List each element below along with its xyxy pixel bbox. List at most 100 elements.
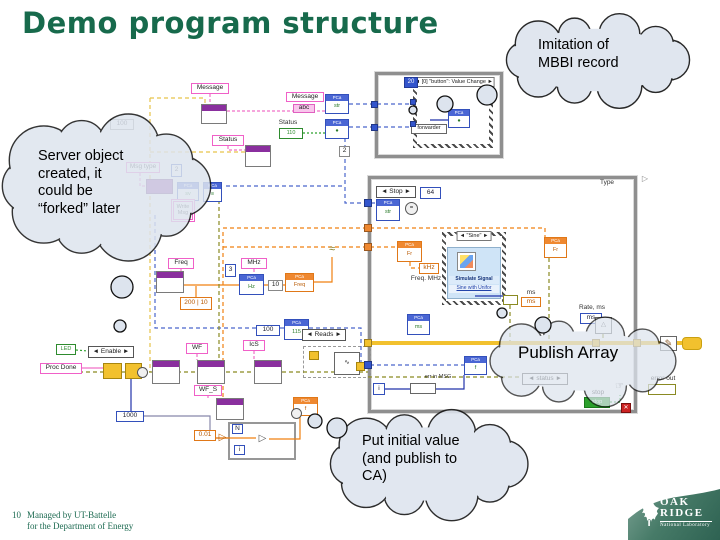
logo-swoosh [628,487,720,526]
enable-selector: ◄ Enable ► [88,346,134,358]
for-loop [228,422,296,460]
pca-node: PCa● [448,109,470,128]
type-label: Type [599,179,615,187]
timeout-const: 20 [404,77,418,88]
subvi-node [197,360,225,384]
wf-label: WF [186,343,208,354]
tunnel [364,224,372,232]
footer-text: Managed by UT-Battelle for the Departmen… [27,510,134,532]
tunnel [364,199,372,207]
callout-cloud-mbbi [505,13,691,109]
array-wire-cap [682,337,702,350]
callout-bubble [408,105,418,115]
err-in-label: err in MSG [424,374,452,381]
freq-mhz-label: Freq. MHz [410,275,442,283]
num-const: 64 [420,187,441,199]
tunnel [364,361,372,369]
oak-ridge-logo: OAK RIDGE National Laboratory [628,487,720,540]
stop-selector: ◄ Stop ► [376,186,416,198]
tunnel [364,339,372,347]
reads-selector: ◄ Reads ► [302,329,346,341]
string-const: abc [293,104,315,113]
num-const: 0.01 [194,430,216,441]
proc-done-label: Proc Done [40,363,82,374]
num-const: 100 [256,325,280,336]
logo-subtitle: National Laboratory [660,523,711,528]
page-number: 10 [12,510,21,521]
callout-bubble [113,319,127,333]
waveform-icon: ≈ [328,243,336,256]
num-const: 10 [268,280,283,291]
forwarder-label: forwarder [411,124,447,134]
seq-local: 2 [339,146,350,157]
main-while-loop [368,176,637,413]
tunnel [410,99,416,105]
callout-bubble [436,95,454,113]
subvi-node [254,360,282,384]
loop-iterator: i [234,445,245,455]
status-label: Status [212,135,244,146]
callout-bubble [326,417,348,439]
loop-count: N [232,424,243,434]
subvi-node [152,360,180,384]
callout-bubble [307,413,323,429]
wire [610,395,621,403]
express-vi-subtitle: Sine with Unifor [449,285,499,293]
subvi-node [201,104,227,124]
ics-label: IcS [243,340,265,351]
num-const: 1000 [116,411,144,422]
wfs-label: WF_S [194,385,222,396]
logo-line2: RIDGE [660,507,704,519]
cluster-node [309,351,319,360]
loop-iterator: i [373,383,385,395]
cluster-node [103,363,122,379]
pca-node: PCa● [325,119,349,139]
loop-arrow-icon: ▷ [641,173,649,183]
event-loop-frame [375,72,503,158]
wire [154,215,284,329]
callout-bubble [496,307,508,319]
callout-bubble [476,84,498,106]
khz-const: kHz [419,263,439,274]
slide-title: Demo program structure [22,6,439,40]
subvi-node [216,398,244,420]
freq-label: Freq [168,258,194,269]
logo-line1: OAK [660,496,690,508]
wire [269,416,301,440]
led-const: LED [56,344,76,355]
tunnel [410,121,416,127]
callout-bubble [110,275,134,299]
function-node: ▷ [258,433,267,445]
signal-out-node [503,295,518,305]
wire [314,257,333,283]
slide-footer: 10 Managed by UT-Battelle for the Depart… [12,510,133,532]
callout-cloud-publish [489,316,677,408]
equal-node: = [405,202,418,215]
simulate-signal-icon [457,252,476,271]
callout-cloud-server [1,113,212,262]
wire [223,227,546,237]
callout-cloud-initial [329,408,529,522]
range-const: 200 | 10 [180,297,212,310]
tunnel [371,124,378,131]
message2-label: Message [286,92,324,102]
wire [309,327,464,366]
logo-text: OAK RIDGE National Laboratory [660,497,712,528]
rate-ms-label: Rate, ms [578,304,605,312]
coercion-dot [137,367,148,378]
express-vi-title: Simulate Signal [449,276,499,284]
callout-bubble [534,316,552,334]
mhz-label: MHz [241,258,267,269]
subvi-node [245,145,271,167]
subvi-node [156,271,184,293]
ms-label: ms [526,289,536,296]
